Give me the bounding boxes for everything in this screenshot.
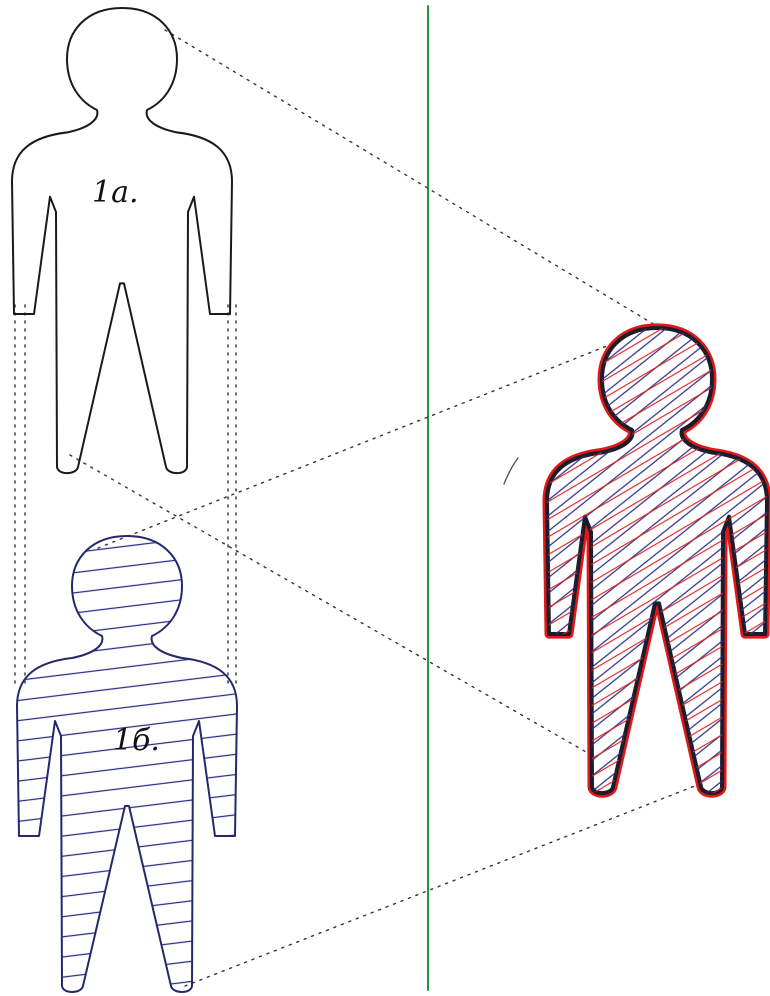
figure-combined [547,328,767,793]
stray-pen-mark [504,458,518,484]
figure-1b [17,536,237,992]
figure-1a-label: 1a. [92,175,139,210]
projection-line-bottom [185,782,705,986]
figure-1b-label: 1б. [113,723,160,758]
projection-line-top [165,30,660,328]
figure-1a [12,8,232,473]
